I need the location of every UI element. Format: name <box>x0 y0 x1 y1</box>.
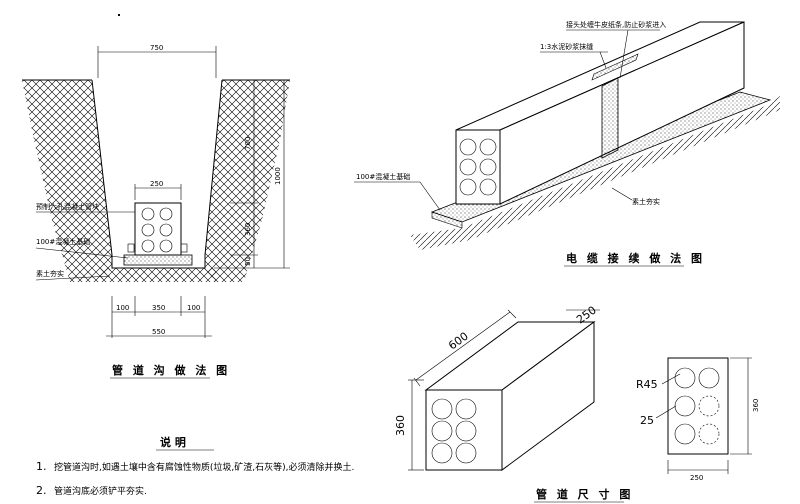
size-title: 管 道 尺 寸 图 <box>536 487 633 501</box>
note-1-text: 挖管道沟时,如遇土壤中含有腐蚀性物质(垃圾,矿渣,石灰等),必须清除并换土. <box>54 461 354 473</box>
dim-750: 750 <box>150 44 163 52</box>
notes-heading: 说 明 <box>160 435 186 449</box>
trench-section: 750 250 700 1000 360 50 100 350 100 550 … <box>22 44 290 379</box>
dim-100b: 100 <box>187 304 200 312</box>
dim-1000: 1000 <box>274 167 282 185</box>
label-joint-base: 100#混凝土基础 <box>356 172 410 181</box>
dim-250-pipe: 250 <box>150 180 163 188</box>
dim-700: 700 <box>244 137 252 150</box>
dim-360: 360 <box>244 223 252 236</box>
label-r45: R45 <box>636 378 658 391</box>
label-pipe-block: 预制六孔混凝土管块 <box>36 202 99 211</box>
dim-50: 50 <box>244 257 252 266</box>
dim-600: 600 <box>446 330 471 353</box>
note-2-text: 管道沟底必须铲平夯实. <box>54 485 147 497</box>
label-soil: 素土夯实 <box>36 269 64 278</box>
trench-title: 管 道 沟 做 法 图 <box>112 363 230 377</box>
label-mortar: 1:3水泥砂浆抹缝 <box>540 42 593 51</box>
label-joint-soil: 素土夯实 <box>632 197 660 206</box>
size-section: 600 250 360 R45 25 360 250 管 道 尺 寸 图 <box>394 304 760 503</box>
dim-550: 550 <box>152 328 165 336</box>
dim-100a: 100 <box>116 304 129 312</box>
label-concrete-base: 100#混凝土基础 <box>36 237 90 246</box>
dim-small-bottom: 250 <box>690 474 703 482</box>
joint-section: 接头处缠牛皮纸条,防止砂浆进入 1:3水泥砂浆抹缝 100#混凝土基础 素土夯实… <box>354 20 780 267</box>
dim-small-side: 360 <box>752 399 760 412</box>
dim-350: 350 <box>152 304 165 312</box>
note-2-number: 2. <box>36 484 47 497</box>
stray-dot <box>118 14 120 16</box>
note-1-number: 1. <box>36 460 47 473</box>
dim-360-size: 360 <box>394 415 407 436</box>
notes-section: 说 明 1. 挖管道沟时,如遇土壤中含有腐蚀性物质(垃圾,矿渣,石灰等),必须清… <box>36 435 354 497</box>
joint-title: 电 缆 接 续 做 法 图 <box>566 251 705 265</box>
label-25: 25 <box>640 414 654 427</box>
label-joint-wrap: 接头处缠牛皮纸条,防止砂浆进入 <box>566 20 666 29</box>
